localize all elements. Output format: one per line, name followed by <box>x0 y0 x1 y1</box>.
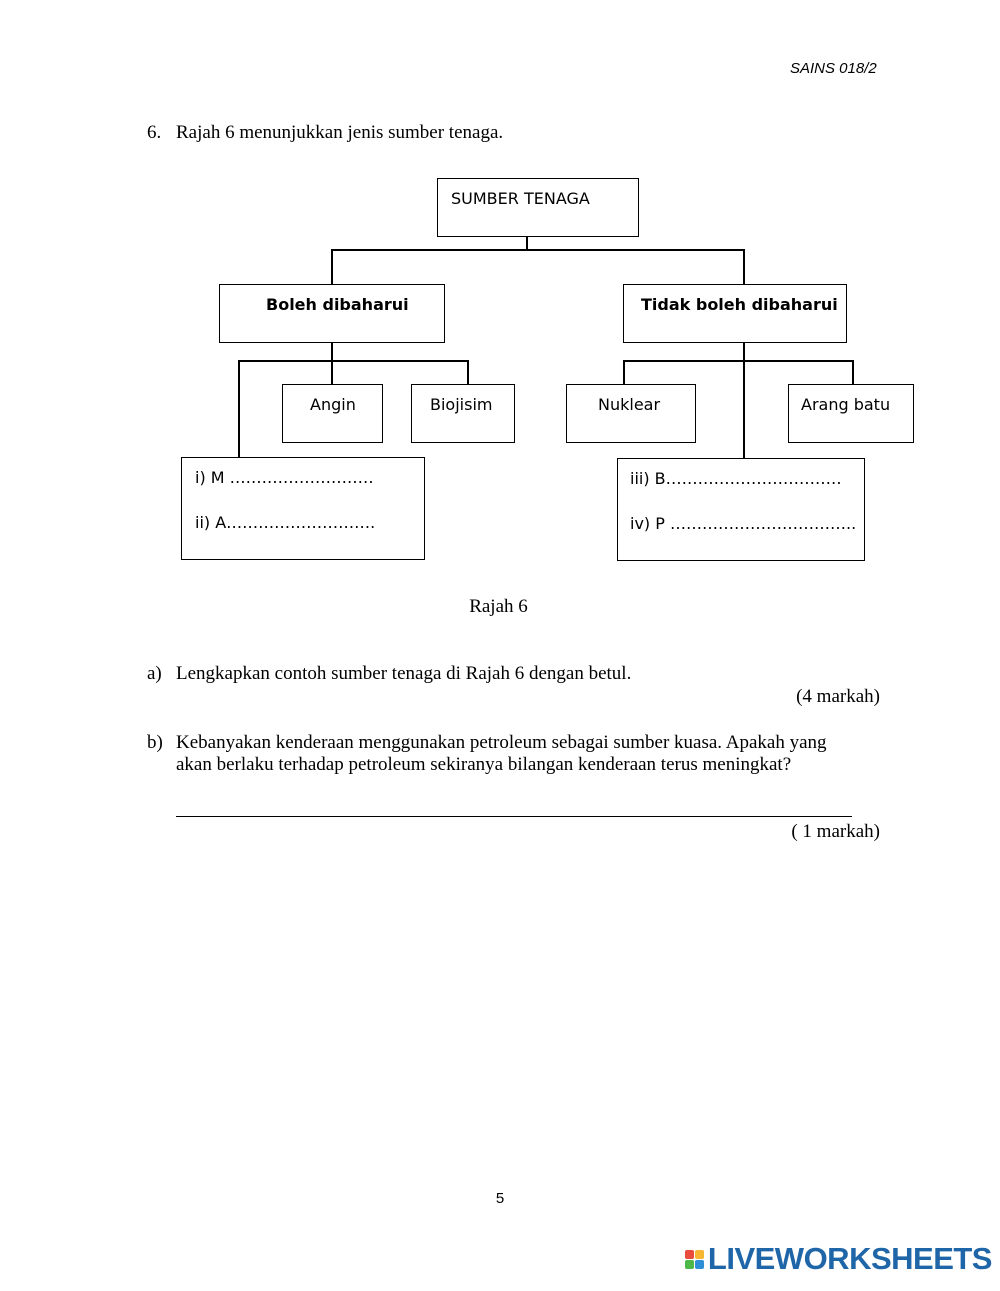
diagram-caption: Rajah 6 <box>469 596 528 617</box>
page-number: 5 <box>495 1190 505 1207</box>
connector <box>623 360 625 385</box>
logo-square <box>694 1249 704 1259</box>
part-b-marks: ( 1 markah) <box>791 821 880 842</box>
child-label: Biojisim <box>430 395 493 414</box>
root-node-label: SUMBER TENAGA <box>451 189 590 208</box>
connector <box>331 342 333 385</box>
non-renewable-node: Tidak boleh dibaharui <box>623 284 847 343</box>
child-label: Nuklear <box>598 395 661 414</box>
connector <box>743 342 745 459</box>
connector <box>526 236 528 250</box>
renewable-node: Boleh dibaharui <box>219 284 445 343</box>
connector <box>331 249 333 285</box>
part-b-label: b) <box>147 732 163 753</box>
child-node-biojisim: Biojisim <box>411 384 515 443</box>
connector <box>467 360 469 385</box>
connector <box>238 360 469 362</box>
brand-name: LIVEWORKSHEETS <box>707 1241 993 1276</box>
blank-iii[interactable]: iii) B…………………………… <box>630 469 842 488</box>
connector <box>238 360 240 458</box>
child-label: Arang batu <box>801 395 891 414</box>
logo-square <box>684 1259 694 1269</box>
answer-line[interactable] <box>176 816 852 817</box>
part-a-marks: (4 markah) <box>796 686 880 707</box>
connector <box>623 360 854 362</box>
child-node-nuklear: Nuklear <box>566 384 696 443</box>
connector <box>331 249 745 251</box>
child-node-angin: Angin <box>282 384 383 443</box>
logo-square <box>684 1249 694 1259</box>
part-b-text-line1: Kebanyakan kenderaan menggunakan petrole… <box>176 732 827 753</box>
non-renewable-label: Tidak boleh dibaharui <box>641 295 838 314</box>
blank-ii[interactable]: ii) A………………………. <box>195 513 376 532</box>
child-node-arang-batu: Arang batu <box>788 384 914 443</box>
part-b-text-line2: akan berlaku terhadap petroleum sekirany… <box>176 754 792 775</box>
connector <box>743 249 745 285</box>
blank-i[interactable]: i) M ……………………… <box>195 468 374 487</box>
logo-square <box>694 1259 704 1269</box>
blank-iv[interactable]: iv) P …………………………….. <box>630 514 857 533</box>
liveworksheets-brand: LIVEWORKSHEETS <box>684 1241 993 1277</box>
root-node: SUMBER TENAGA <box>437 178 639 237</box>
non-renewable-answer-box: iii) B…………………………… iv) P …………………………….. <box>617 458 865 561</box>
renewable-answer-box: i) M ……………………… ii) A………………………. <box>181 457 425 560</box>
exam-code: SAINS 018/2 <box>790 60 877 77</box>
renewable-label: Boleh dibaharui <box>266 295 409 314</box>
liveworksheets-logo-icon <box>684 1249 704 1269</box>
part-a-label: a) <box>147 663 162 684</box>
connector <box>852 360 854 385</box>
question-number: 6. <box>147 122 162 143</box>
question-intro: Rajah 6 menunjukkan jenis sumber tenaga. <box>176 122 504 143</box>
part-a-text: Lengkapkan contoh sumber tenaga di Rajah… <box>176 663 632 684</box>
child-label: Angin <box>310 395 356 414</box>
